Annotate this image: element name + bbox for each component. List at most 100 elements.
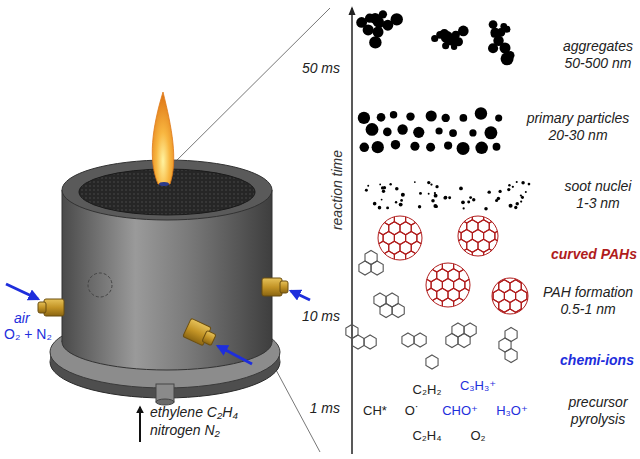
primary-particle [493, 143, 501, 151]
primary-particle [460, 114, 468, 122]
soot-aggregate [369, 36, 381, 48]
pah-molecule [499, 328, 517, 363]
stage-label: chemi-ions [560, 352, 634, 369]
primary-particle [426, 143, 435, 152]
primary-particle [372, 141, 384, 153]
soot-nucleus [528, 183, 531, 186]
pah-molecules [327, 191, 583, 370]
primary-particle [441, 114, 449, 122]
soot-nucleus [418, 205, 421, 208]
air-arrow [291, 291, 310, 300]
soot-nucleus [430, 183, 432, 185]
species-label: CHO⁺ [442, 403, 478, 419]
soot-aggregate [501, 52, 514, 65]
soot-nucleus [395, 201, 397, 203]
soot-nucleus [435, 185, 438, 188]
primary-particle [444, 142, 452, 150]
soot-nucleus [461, 200, 465, 204]
soot-nucleus [365, 189, 368, 192]
input-label: ethylene C₂H₄ [150, 404, 238, 421]
soot-nucleus [472, 198, 475, 201]
soot-nucleus [379, 183, 381, 185]
brass-fitting [38, 299, 64, 316]
species-label: O₂ [470, 428, 485, 444]
input-label: nitrogen N₂ [150, 422, 220, 439]
primary-particle [469, 129, 476, 136]
brass-fitting [262, 278, 288, 296]
primary-particle [383, 128, 392, 137]
time-label: 1 ms [310, 400, 340, 417]
soot-aggregate [458, 26, 469, 37]
soot-nucleus [395, 187, 399, 191]
soot-nucleus [382, 190, 385, 193]
stage-label: PAH formation 0.5-1 nm [536, 284, 640, 318]
species-label: CH* [363, 403, 387, 419]
soot-aggregate [488, 43, 498, 53]
soot-nucleus [389, 183, 391, 185]
soot-nucleus [487, 190, 490, 193]
burner-body [62, 160, 272, 370]
soot-nucleus [414, 181, 416, 183]
soot-nucleus [516, 181, 518, 183]
soot-nucleus [386, 206, 389, 209]
soot-nucleus [516, 202, 519, 205]
pah-molecule [359, 251, 383, 276]
curved-pah [327, 193, 473, 284]
soot-nucleus [514, 206, 517, 209]
soot-aggregate [379, 10, 387, 18]
pah-molecule [327, 193, 473, 284]
curved-pah [405, 191, 551, 282]
time-label: 50 ms [302, 60, 340, 77]
pah-molecule [405, 191, 551, 282]
species-label: C₂H₂ [413, 382, 442, 398]
time-label: 10 ms [302, 308, 340, 325]
soot-nucleus [498, 190, 501, 193]
soot-nucleus [419, 192, 422, 195]
species-label: C₃H₃⁺ [460, 378, 496, 394]
soot-nucleus [378, 206, 382, 210]
curved-pah-outline [492, 278, 528, 314]
soot-nucleus [431, 199, 435, 203]
soot-nucleus [484, 207, 488, 211]
soot-nucleus [497, 197, 500, 200]
pah-molecule [374, 293, 404, 318]
flame [152, 92, 173, 186]
species-label: C₂H₄ [412, 428, 441, 444]
soot-nucleus [463, 207, 465, 209]
brass-fitting [183, 318, 216, 345]
stage-label: aggregates 50-500 nm [553, 38, 640, 72]
soot-aggregate [441, 31, 453, 43]
soot-nucleus [399, 203, 403, 207]
soot-nucleus [428, 193, 430, 195]
primary-particle [495, 115, 502, 122]
curved-pah-outline [458, 216, 498, 256]
soot-nucleus [434, 194, 438, 198]
soot-nucleus [512, 186, 514, 188]
soot-nucleus [508, 184, 510, 186]
soot-aggregate [503, 26, 510, 33]
soot-nucleus [521, 196, 524, 199]
formula-label: O₂ + N₂ [4, 326, 52, 343]
primary-particle [360, 143, 370, 153]
soot-nucleus [520, 201, 522, 203]
primary-particle [475, 107, 487, 119]
primary-particle [410, 142, 419, 151]
pah-molecule [426, 355, 438, 369]
soot-nucleus [400, 199, 403, 202]
soot-nucleus [525, 191, 527, 193]
primary-particle [397, 124, 407, 134]
primary-particle [426, 110, 437, 121]
primary-particle [413, 127, 424, 138]
curved-pah [375, 240, 521, 331]
stage-label: precursor pyrolysis [558, 394, 638, 428]
primary-particle [457, 142, 470, 155]
fuel-arrow [139, 407, 141, 442]
air-arrow [6, 284, 38, 299]
pah-molecule [446, 323, 476, 348]
primary-particle [406, 112, 414, 120]
primary-particle [484, 126, 497, 139]
soot-nucleus [448, 196, 451, 199]
soot-nucleus [367, 185, 369, 187]
axis-title: reaction time [329, 150, 346, 230]
soot-nucleus [433, 204, 437, 208]
